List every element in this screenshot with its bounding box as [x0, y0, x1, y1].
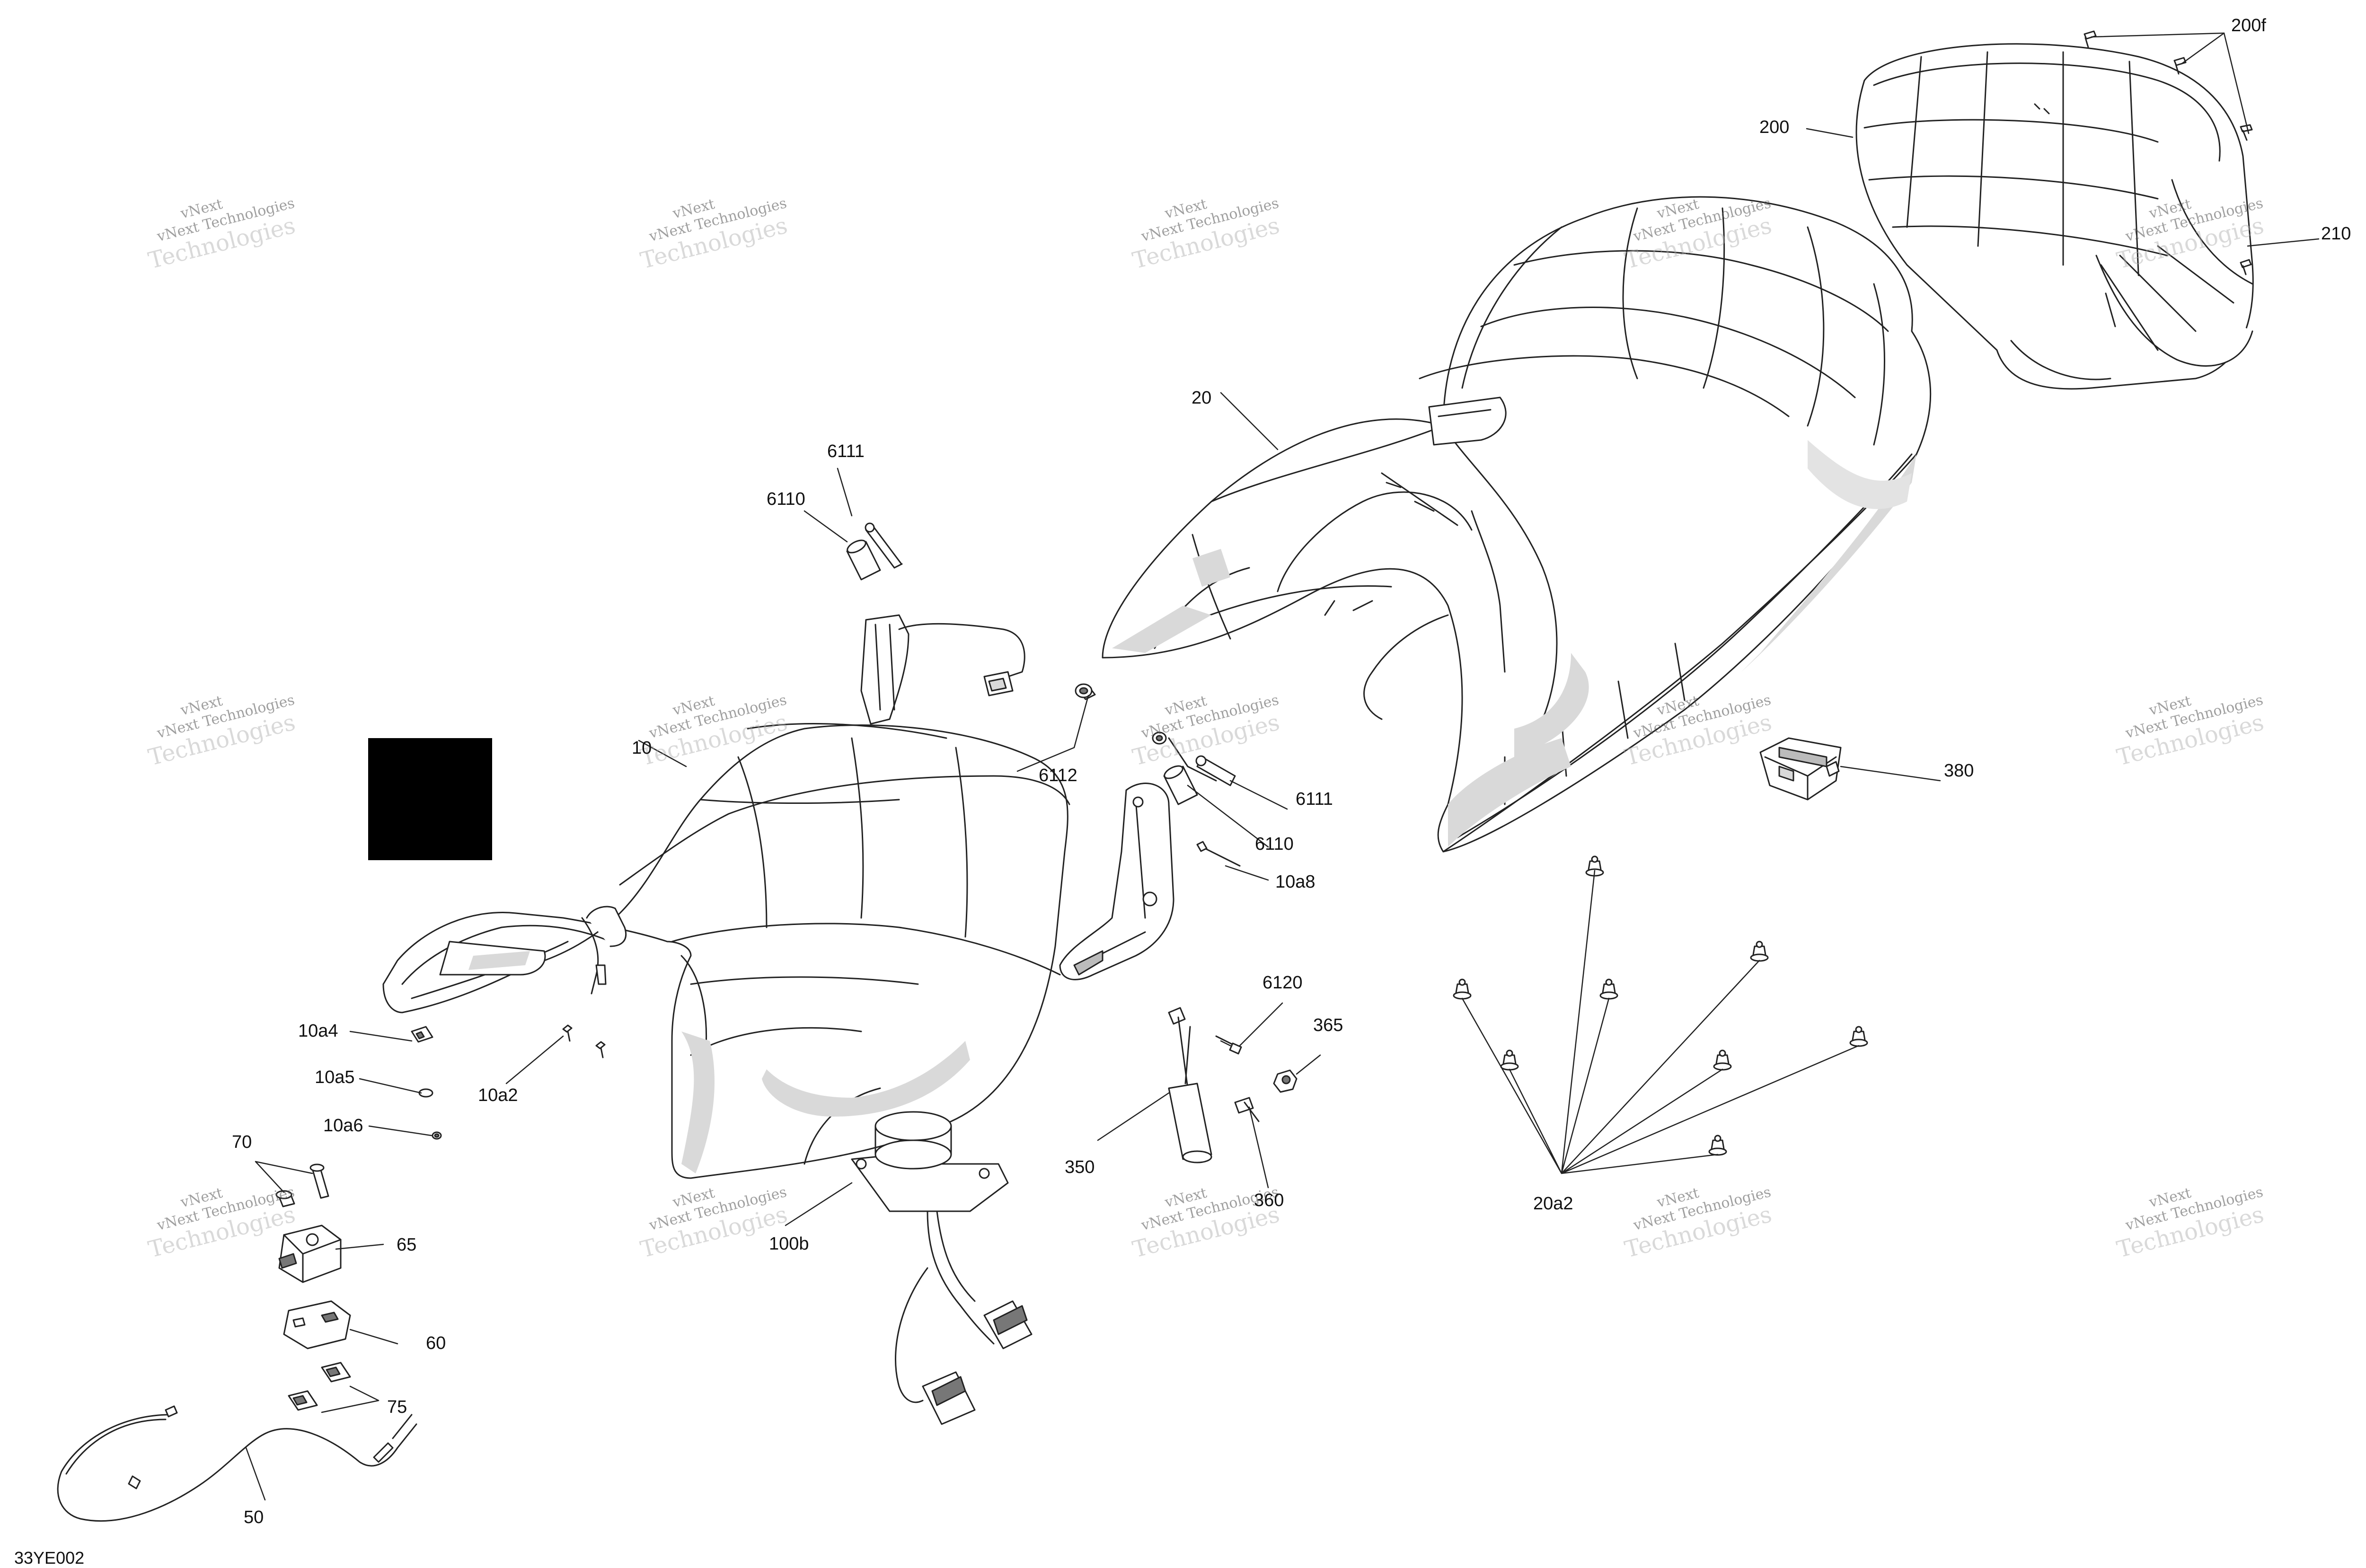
callout-380: 380	[1944, 761, 1974, 781]
screw-210	[2240, 259, 2252, 275]
callout-350: 350	[1065, 1157, 1095, 1177]
fasteners-70	[275, 1163, 329, 1207]
callout-20: 20	[1192, 388, 1212, 408]
release-cable-50	[57, 1405, 417, 1522]
callout-10a2: 10a2	[478, 1085, 518, 1105]
callout-6112: 6112	[1039, 766, 1077, 785]
callout-10a4: 10a4	[298, 1021, 338, 1041]
gas-strut-350	[1168, 1007, 1212, 1163]
callout-65: 65	[397, 1235, 417, 1255]
passenger-seat-part	[1102, 196, 1932, 853]
latch-plate-60	[283, 1300, 351, 1349]
leader-lines-backrest	[1806, 32, 2320, 247]
cam-latch-65	[278, 1224, 342, 1283]
clips-75	[288, 1362, 351, 1411]
callout-200: 200	[1759, 117, 1790, 137]
lock-module-380	[1759, 737, 1842, 801]
callout-365: 365	[1313, 1015, 1343, 1035]
seat-bracket	[860, 614, 1025, 725]
hardware-pins	[846, 522, 1241, 867]
callout-6111-mid: 6111	[1296, 789, 1333, 809]
callout-200f: 200f	[2231, 16, 2266, 35]
leader-lines-top	[785, 392, 1941, 1226]
callout-50: 50	[244, 1507, 264, 1527]
leader-lines-strut	[1097, 1002, 1321, 1189]
leader-lines-20a2	[1461, 870, 1860, 1174]
screw-200f	[2083, 30, 2253, 141]
bolt-6120	[1215, 1035, 1242, 1055]
sensor-module-100b	[851, 1111, 1033, 1425]
callout-100b: 100b	[769, 1234, 809, 1254]
backrest-part	[1855, 43, 2254, 390]
callout-210: 210	[2321, 224, 2351, 244]
callout-360: 360	[1254, 1190, 1284, 1210]
leader-lines-left	[349, 740, 687, 1136]
callout-75: 75	[387, 1397, 407, 1417]
callout-70: 70	[232, 1132, 252, 1152]
callout-10: 10	[632, 738, 652, 758]
callout-6120: 6120	[1262, 973, 1303, 993]
diagram-code: 33YE002	[14, 1548, 85, 1568]
bumpers-20a2	[1453, 855, 1868, 1156]
callout-6110-mid: 6110	[1255, 834, 1294, 854]
callout-10a6: 10a6	[323, 1116, 363, 1136]
callout-10a8: 10a8	[1275, 872, 1315, 892]
redacted-block	[368, 738, 492, 860]
bolt-360	[1234, 1097, 1260, 1122]
callout-6111-top: 6111	[827, 441, 865, 461]
seat-hinge-arm	[1059, 783, 1174, 980]
leader-lines-latch	[245, 1161, 398, 1501]
driver-seat-part	[382, 723, 1070, 1179]
nut-365	[1273, 1069, 1298, 1093]
callout-20a2: 20a2	[1533, 1194, 1573, 1214]
callout-60: 60	[426, 1333, 446, 1353]
callout-10a5: 10a5	[315, 1067, 355, 1087]
callout-6110-top: 6110	[767, 489, 805, 509]
